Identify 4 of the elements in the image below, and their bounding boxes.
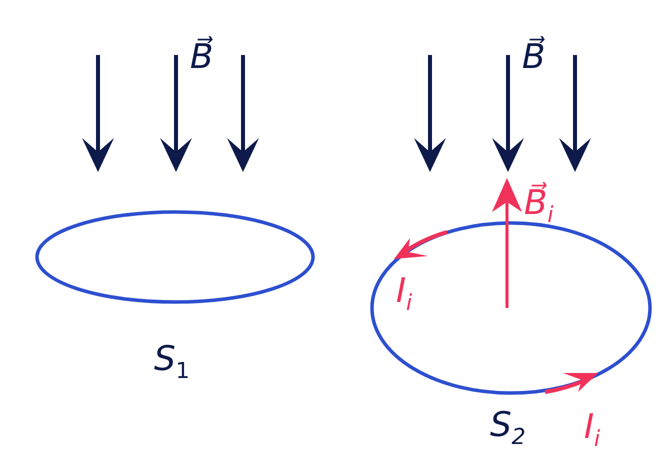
symbol-label: I$_{i}$ bbox=[396, 274, 412, 315]
symbol-label: S$_{2}$ bbox=[490, 408, 526, 449]
symbol-label: S$_{1}$ bbox=[154, 342, 190, 383]
symbol-label: I$_{i}$ bbox=[584, 410, 600, 451]
